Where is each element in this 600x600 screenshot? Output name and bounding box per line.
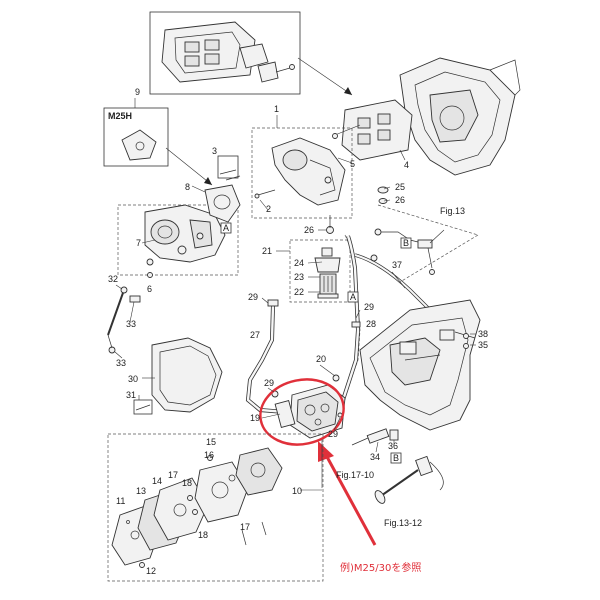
- svg-text:B: B: [393, 453, 399, 463]
- label-17b: 17: [240, 522, 250, 532]
- highlight-arrow: [318, 441, 377, 546]
- label-8: 8: [185, 182, 190, 192]
- label-13: 13: [136, 486, 146, 496]
- label-32: 32: [108, 274, 118, 284]
- inset-pointer: [297, 57, 353, 96]
- callout-lines: [114, 98, 476, 453]
- label-9: 9: [135, 87, 140, 97]
- label-18a: 18: [182, 478, 192, 488]
- label-34: 34: [370, 452, 380, 462]
- bolt-3: [217, 155, 241, 181]
- label-15: 15: [206, 437, 216, 447]
- fuel-connector: [351, 428, 399, 446]
- flywheel-cover: [151, 337, 223, 413]
- svg-text:A: A: [350, 292, 356, 302]
- label-10: 10: [292, 486, 302, 496]
- fuel-pump-exploded: [107, 433, 324, 582]
- label-31: 31: [126, 390, 136, 400]
- fuel-hose-27: [245, 304, 286, 414]
- label-26b: 26: [395, 195, 405, 205]
- label-18b: 18: [198, 530, 208, 540]
- connector-a-2: A: [347, 291, 359, 303]
- intake-manifold: [251, 127, 353, 219]
- bottom-cowling: [359, 299, 481, 431]
- label-37: 37: [392, 260, 402, 270]
- label-30: 30: [128, 374, 138, 384]
- lever-32: [107, 286, 141, 354]
- label-5: 5: [350, 159, 355, 169]
- ref-fig-13-12: Fig.13-12: [384, 518, 422, 528]
- label-3: 3: [212, 146, 217, 156]
- label-33b: 33: [116, 358, 126, 368]
- connector-b-2: B: [390, 452, 402, 464]
- label-17a: 17: [168, 470, 178, 480]
- label-12: 12: [146, 566, 156, 576]
- label-7: 7: [136, 238, 141, 248]
- label-14: 14: [152, 476, 162, 486]
- model-tag: M25H: [108, 111, 132, 121]
- connector-a-1: A: [220, 222, 232, 234]
- label-16: 16: [204, 450, 214, 460]
- connector-b-1: B: [400, 237, 412, 249]
- svg-text:B: B: [403, 238, 409, 248]
- fuel-joint: [374, 455, 444, 504]
- reed-valve-inset: [149, 11, 301, 95]
- crankcase-housing: [399, 57, 521, 176]
- reference-note: 例)M25/30を参照: [340, 561, 421, 574]
- label-21: 21: [262, 246, 272, 256]
- label-36: 36: [388, 441, 398, 451]
- label-25: 25: [395, 182, 405, 192]
- ref-fig-17-10: Fig.17-10: [336, 470, 374, 480]
- fuel-filter: [289, 239, 351, 303]
- label-22: 22: [294, 287, 304, 297]
- fuel-pump: [274, 384, 346, 439]
- label-23: 23: [294, 272, 304, 282]
- fuel-tube-bracket: [374, 228, 435, 275]
- label-27: 27: [250, 330, 260, 340]
- label-29a: 29: [248, 292, 258, 302]
- highlight-ellipse: [259, 378, 345, 446]
- label-29d: 29: [328, 429, 338, 439]
- label-38: 38: [478, 329, 488, 339]
- label-29b: 29: [364, 302, 374, 312]
- label-2: 2: [266, 204, 271, 214]
- label-19: 19: [250, 413, 260, 423]
- label-4: 4: [404, 160, 409, 170]
- carburetor: [117, 184, 241, 276]
- label-11: 11: [116, 496, 125, 506]
- label-35: 35: [478, 340, 488, 350]
- label-33a: 33: [126, 319, 136, 329]
- ref-fig-13: Fig.13: [440, 206, 465, 216]
- label-20: 20: [316, 354, 326, 364]
- svg-text:A: A: [223, 223, 229, 233]
- label-29c: 29: [264, 378, 274, 388]
- label-28: 28: [366, 319, 376, 329]
- part-labels: 9 M25H 1 3 2 5 4 8 7 6 21 24 23 22 26 25…: [108, 87, 488, 576]
- label-6: 6: [147, 284, 152, 294]
- m25h-inset: [103, 107, 169, 167]
- label-24: 24: [294, 258, 304, 268]
- label-26a: 26: [304, 225, 314, 235]
- label-1: 1: [274, 104, 279, 114]
- gasket-plate: [341, 99, 413, 161]
